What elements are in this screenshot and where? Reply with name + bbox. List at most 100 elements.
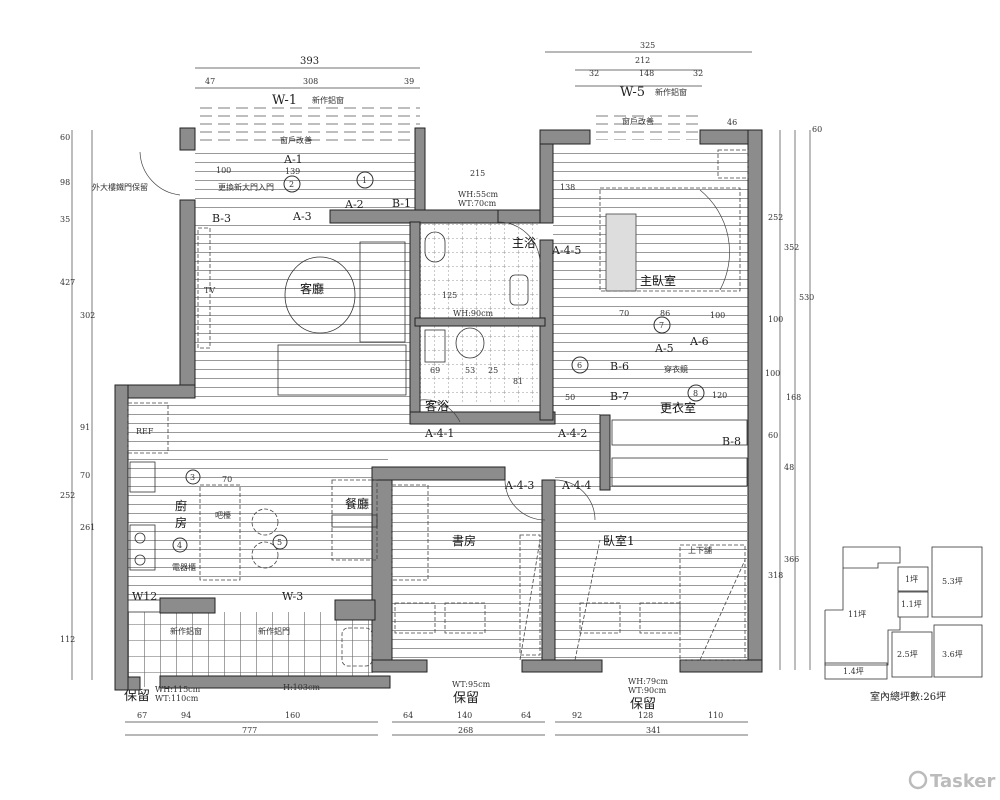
new-window-note-2: 新作鋁窗 [655,87,687,97]
study-window-note: WT:95cm [452,680,491,689]
window-w1-label: W-1 [272,93,297,108]
outer-gate-note: 外大樓鐵門保留 [92,182,148,192]
dim-label: 48 [784,463,794,472]
room-study: 書房 [452,533,476,548]
dim-label: 352 [784,243,799,252]
bath-window-note: WH:90cm [453,309,494,318]
bay-window-note-2: 窗戶改善 [622,116,654,126]
dim-label: 138 [560,183,575,192]
dim-w5-span: 212 [635,56,650,65]
dim-label: 64 [403,711,413,720]
section-markers: A-1 A-2 A-3 B-1 B-3 A-4-1 A-4-2 A-4-3 A-… [172,153,741,553]
dim-w1-mid: 308 [303,77,318,86]
marker-number: 3 [190,473,195,482]
dim-label: 60 [812,125,822,134]
dim-label: 94 [181,711,191,720]
dim-label: 53 [465,366,475,375]
dim-w1-right: 39 [404,77,414,86]
dim-label: 252 [60,491,75,500]
bottom-dimensions: 67 94 160 777 64 140 64 268 92 128 110 3… [137,711,723,735]
dim-w1-left: 47 [205,77,215,86]
appliance-cabinet-label: 電器櫃 [172,562,196,572]
room-dining: 餐廳 [345,496,369,511]
area-plan: 11坪 1坪 1.1坪 5.3坪 2.5坪 3.6坪 1.4坪 室內總坪數:26… [824,546,983,703]
walls [114,127,763,691]
marker-label: A-3 [292,210,312,223]
dim-label: 60 [60,133,70,142]
marker-number: 8 [693,389,698,398]
bedroom-window-height: WH:79cm [628,677,669,686]
dim-w5-total: 325 [640,41,655,50]
dim-label: 86 [660,309,670,318]
reserve-label-3: 保留 [630,697,656,712]
bar-counter-label: 吧檯 [215,510,231,520]
marker-number: 5 [277,538,282,547]
tasker-logo-icon [908,770,928,790]
dim-label: 100 [710,311,725,320]
dim-label: 110 [708,711,723,720]
marker-number: 2 [289,180,294,189]
area-label: 1坪 [905,575,918,584]
room-guest-bath: 客浴 [425,398,449,413]
dim-label: 268 [458,726,473,735]
marker-label: A-6 [689,335,709,348]
marker-number: 1 [362,176,367,185]
dim-entry-width: 215 [470,169,485,178]
room-closet: 更衣室 [660,400,696,415]
dim-label: 70 [80,471,90,480]
marker-label: B-8 [722,435,741,448]
dim-label: 69 [430,366,440,375]
area-label: 3.6坪 [942,650,963,659]
dim-label: 261 [80,523,95,532]
interior-dimensions: 125 69 53 25 81 50 70 86 100 120 70 138 [222,183,727,484]
dim-label: 91 [80,423,90,432]
dim-w5-left: 32 [589,69,599,78]
total-area: 室內總坪數:26坪 [870,690,946,703]
window-w12-label: W12 [132,590,157,603]
new-window-note: 新作鋁窗 [312,95,344,105]
bunk-bed-label: 上下舖 [688,545,712,555]
watermark: Tasker [908,770,996,792]
reserve-label-1: 保留 [124,689,150,704]
dim-w5-right: 32 [693,69,703,78]
room-master-bed: 主臥室 [640,273,676,288]
dim-label: 112 [60,635,75,644]
room-master-bath: 主浴 [512,236,536,250]
new-window-note-3: 新作鋁窗 [170,626,202,636]
dim-label: 125 [442,291,457,300]
marker-label: B-7 [610,390,629,403]
w12-height-note: WH:115cm [155,685,201,694]
dim-label: 60 [768,431,778,440]
tv-label: TV [204,286,215,295]
dim-w5-depth: 46 [727,118,737,127]
marker-label: A-5 [654,342,674,355]
window-width-note: WT:70cm [458,199,497,208]
dim-label: 70 [222,475,232,484]
marker-label: B-1 [392,197,411,210]
dim-label: 67 [137,711,147,720]
area-label: 2.5坪 [897,650,918,659]
dim-label: 252 [768,213,783,222]
dim-label: 140 [457,711,472,720]
dim-label: 120 [712,391,727,400]
reserve-label-2: 保留 [453,691,479,706]
door-swings [139,151,730,521]
dim-label: 92 [572,711,582,720]
dim-label: 366 [784,555,799,564]
entry-door-note: 更換新大門入門 [218,182,274,192]
dim-entry-100: 100 [216,166,231,175]
marker-label: A-4-2 [557,427,587,440]
new-door-note: 新作鋁門 [258,626,290,636]
dim-label: 318 [768,571,783,580]
dim-label: 64 [521,711,531,720]
dim-label: 98 [60,178,70,187]
marker-label: A-4-4 [561,479,591,492]
window-w3-label: W-3 [282,590,303,603]
dimension-lines [71,51,811,736]
marker-label: A-2 [344,198,364,211]
marker-label: B-6 [610,360,629,373]
marker-number: 7 [659,321,664,330]
dim-w5-mid: 148 [639,69,654,78]
room-living: 客廳 [300,281,324,296]
area-label: 11坪 [848,610,866,619]
